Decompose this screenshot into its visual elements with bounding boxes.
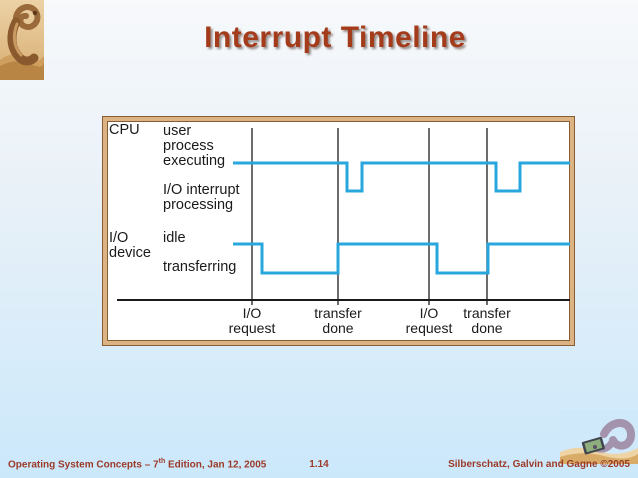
- interrupt-timeline-diagram: CPU user process executing I/O interrupt…: [103, 117, 574, 345]
- mascot-laptop-icon: [560, 410, 638, 464]
- cpu-state-interrupt-label: I/O interrupt processing: [163, 182, 240, 213]
- io-state-idle-label: idle: [163, 230, 186, 246]
- mascot-laptop-graphic: [560, 410, 638, 464]
- footer-authors: Silberschatz, Galvin and Gagne ©2005: [448, 459, 630, 470]
- timeline-waveform: [117, 128, 570, 305]
- footer-page-number: 1.14: [309, 459, 329, 470]
- event-label-transfer-done-2: transfer done: [463, 305, 511, 336]
- cpu-state-waveform: [233, 161, 570, 193]
- slide-title: Interrupt Timeline: [204, 21, 466, 54]
- footer-superscript: th: [158, 457, 166, 465]
- slide-footer: Operating System Concepts – 7th Edition,…: [0, 458, 638, 470]
- event-label-io-request-2: I/O request: [405, 305, 453, 336]
- footer-book-title: Operating System Concepts – 7th Edition,…: [8, 457, 267, 470]
- io-state-transferring-label: transferring: [163, 259, 237, 275]
- io-device-row-label: I/O device: [109, 230, 151, 261]
- mascot-curl-icon: [0, 0, 44, 80]
- book-cover-mascot-icon: [0, 0, 44, 80]
- cpu-state-executing-label: user process executing: [163, 123, 226, 169]
- event-label-io-request-1: I/O request: [228, 305, 276, 336]
- io-device-state-waveform: [233, 242, 570, 275]
- cpu-row-label: CPU: [109, 122, 140, 138]
- event-label-transfer-done-1: transfer done: [314, 305, 362, 336]
